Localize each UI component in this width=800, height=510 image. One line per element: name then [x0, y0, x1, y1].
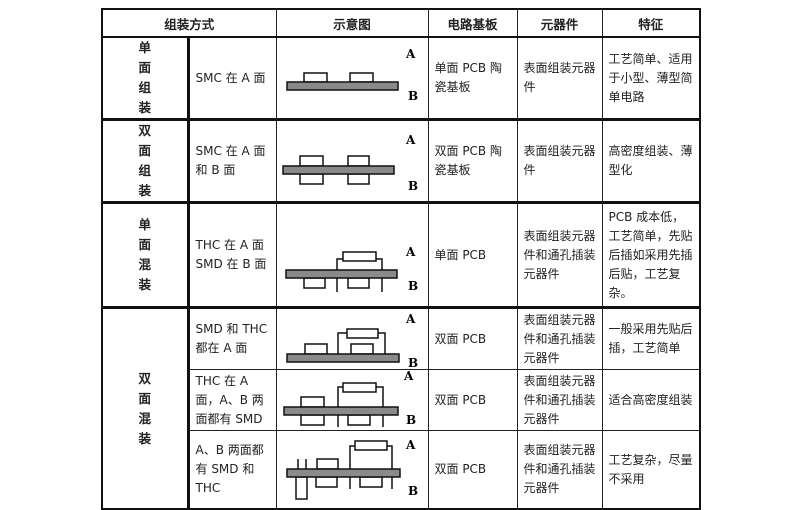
- group-label: 双 面 组 装: [101, 118, 190, 203]
- pcb-board: [285, 353, 400, 363]
- assembly-diagram: AB: [285, 312, 418, 369]
- feature-cell: 高密度组装、薄型化: [601, 118, 701, 203]
- assembly-diagram: AB: [285, 47, 418, 103]
- pcb-board: [281, 164, 395, 175]
- board-cell: 单面 PCB 陶瓷基板: [427, 36, 518, 120]
- component-shape: [299, 414, 325, 426]
- feature-cell: 适合高密度组装: [601, 369, 701, 431]
- method-cell: A、B 两面都有 SMD 和 THC: [187, 430, 277, 510]
- side-b-label: B: [408, 179, 418, 193]
- header-diagram: 示意图: [275, 8, 429, 38]
- pcb-board: [284, 269, 398, 279]
- assembly-diagram: AB: [281, 133, 418, 193]
- side-a-label: A: [405, 133, 416, 147]
- assembly-diagram: AB: [285, 438, 418, 500]
- side-b-label: B: [408, 484, 418, 498]
- board-cell: 双面 PCB: [427, 369, 518, 431]
- components-cell: 表面组装元器件和通孔插装元器件: [516, 306, 603, 370]
- assembly-diagram: AB: [282, 370, 416, 427]
- header-row: 组装方式 示意图 电路基板 元器件 特征: [101, 8, 701, 38]
- header-components: 元器件: [516, 8, 603, 38]
- component-shape: [353, 440, 388, 451]
- component-shape: [358, 476, 383, 488]
- component-shape: [341, 382, 377, 393]
- component-shape: [346, 172, 370, 185]
- component-shape: [299, 396, 325, 408]
- group-label: 单 面 组 装: [101, 36, 190, 120]
- side-b-label: B: [408, 279, 418, 293]
- component-shape: [346, 154, 370, 167]
- board-cell: 单面 PCB: [427, 201, 518, 308]
- side-b-label: B: [408, 89, 418, 103]
- component-shape: [349, 343, 374, 355]
- side-a-label: A: [405, 312, 416, 326]
- component-shape: [294, 476, 308, 500]
- method-cell: SMC 在 A 面: [187, 36, 277, 120]
- feature-cell: 工艺简单、适用于小型、薄型简单电路: [601, 36, 701, 120]
- pcb-board: [285, 468, 401, 478]
- method-cell: SMD 和 THC 都在 A 面: [187, 306, 277, 370]
- component-shape: [345, 328, 379, 339]
- components-cell: 表面组装元器件和通孔插装元器件: [516, 430, 603, 510]
- side-a-label: A: [405, 47, 416, 61]
- feature-cell: 一般采用先贴后插，工艺简单: [601, 306, 701, 370]
- component-shape: [302, 277, 326, 289]
- component-shape: [341, 251, 377, 262]
- assembly-methods-table: 组装方式 示意图 电路基板 元器件 特征 单 面 组 装 SMC 在 A 面 A…: [101, 8, 701, 510]
- header-board: 电路基板: [427, 8, 518, 38]
- side-b-label: B: [406, 413, 416, 427]
- pcb-board: [282, 406, 399, 416]
- component-shape: [303, 343, 328, 355]
- side-a-label: A: [405, 245, 416, 259]
- header-feature: 特征: [601, 8, 701, 38]
- pcb-board: [285, 81, 399, 91]
- components-cell: 表面组装元器件和通孔插装元器件: [516, 201, 603, 308]
- method-cell: THC 在 A 面，A、B 两面都有 SMD: [187, 369, 277, 431]
- components-cell: 表面组装元器件: [516, 118, 603, 203]
- assembly-diagram: AB: [284, 245, 418, 293]
- side-a-label: A: [403, 370, 414, 383]
- component-shape: [298, 154, 324, 167]
- group-label: 双 面 混 装: [101, 306, 190, 510]
- component-shape: [346, 277, 370, 289]
- method-cell: SMC 在 A 面和 B 面: [187, 118, 277, 203]
- components-cell: 表面组装元器件: [516, 36, 603, 120]
- feature-cell: 工艺复杂，尽量不采用: [601, 430, 701, 510]
- board-cell: 双面 PCB: [427, 306, 518, 370]
- component-shape: [346, 414, 371, 426]
- method-cell: THC 在 A 面 SMD 在 B 面: [187, 201, 277, 308]
- component-shape: [298, 172, 324, 185]
- group-label: 单 面 混 装: [101, 201, 190, 308]
- board-cell: 双面 PCB 陶瓷基板: [427, 118, 518, 203]
- header-method: 组装方式: [101, 8, 277, 38]
- component-shape: [348, 72, 374, 83]
- board-cell: 双面 PCB: [427, 430, 518, 510]
- component-shape: [315, 458, 339, 470]
- components-cell: 表面组装元器件和通孔插装元器件: [516, 369, 603, 431]
- feature-cell: PCB 成本低，工艺简单，先贴后插如采用先插后贴，工艺复杂。: [601, 201, 701, 308]
- side-a-label: A: [405, 438, 416, 452]
- component-shape: [302, 72, 328, 83]
- component-shape: [314, 476, 338, 488]
- side-b-label: B: [408, 356, 418, 369]
